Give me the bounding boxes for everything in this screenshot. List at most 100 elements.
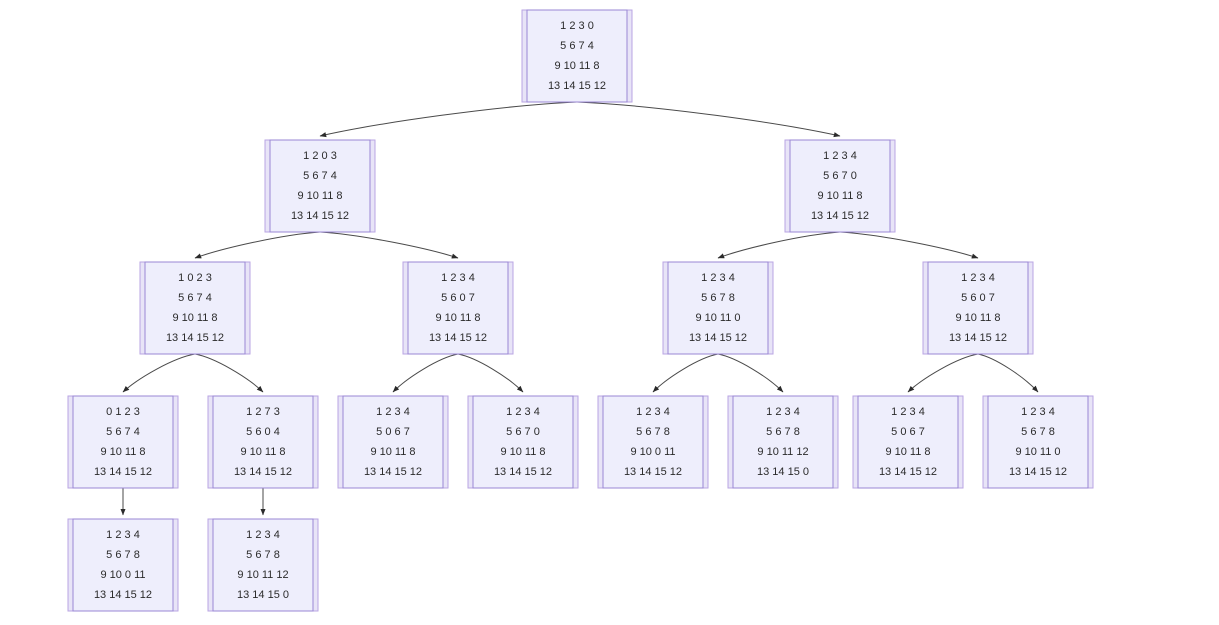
tree-node[interactable]: 1 2 3 45 6 7 09 10 11 813 14 15 12 [467,395,579,489]
node-matrix-row: 13 14 15 12 [949,332,1007,344]
node-matrix-row: 9 10 11 8 [435,312,480,324]
node-matrix-row: 1 0 2 3 [178,272,212,284]
node-matrix-row: 5 6 7 4 [106,426,140,438]
node-matrix-row: 9 10 0 11 [630,446,675,458]
node-matrix-row: 1 2 3 4 [891,406,925,418]
node-box[interactable] [927,261,1029,355]
node-matrix-row: 13 14 15 12 [879,466,937,478]
node-matrix-row: 13 14 15 12 [94,589,152,601]
node-matrix-row: 0 1 2 3 [106,406,140,418]
node-matrix-row: 1 2 3 4 [766,406,800,418]
tree-edge [717,231,841,259]
node-box[interactable] [72,518,174,612]
node-matrix-row: 1 2 3 4 [376,406,410,418]
tree-node[interactable]: 1 2 3 4 5 0 6 7 9 10 11 8 13 14 15 12 [852,395,964,489]
node-box[interactable] [732,395,834,489]
tree-node[interactable]: 1 2 3 05 6 7 49 10 11 813 14 15 12 [521,9,633,103]
node-matrix-row: 9 10 11 8 [172,312,217,324]
node-matrix-row: 13 14 15 12 [364,466,422,478]
node-matrix-row: 5 0 6 7 [376,426,410,438]
node-matrix-row: 5 6 0 7 [441,292,475,304]
tree-edge [977,353,1039,393]
node-matrix-row: 5 6 7 4 [303,170,337,182]
node-matrix-row: 5 0 6 7 [891,426,925,438]
node-matrix-row: 9 10 11 8 [370,446,415,458]
tree-node[interactable]: 1 0 2 35 6 7 49 10 11 813 14 15 12 [139,261,251,355]
node-box[interactable] [857,395,959,489]
tree-node[interactable]: 1 2 0 35 6 7 49 10 11 813 14 15 12 [264,139,376,233]
node-matrix-row: 1 2 3 4 [961,272,995,284]
node-box[interactable] [342,395,444,489]
tree-edge [194,353,264,393]
node-matrix-row: 13 14 15 12 [548,80,606,92]
node-box[interactable] [472,395,574,489]
nodes-layer: 1 2 3 05 6 7 49 10 11 813 14 15 121 2 0 … [67,9,1094,612]
node-matrix-row: 9 10 11 8 [240,446,285,458]
node-matrix-row: 13 14 15 0 [757,466,809,478]
node-box[interactable] [212,518,314,612]
node-matrix-row: 9 10 11 0 [1015,446,1060,458]
tree-node[interactable]: 1 2 3 45 6 7 89 10 11 013 14 15 12 [662,261,774,355]
node-matrix-row: 13 14 15 12 [234,466,292,478]
node-matrix-row: 1 2 3 4 [1021,406,1055,418]
edges-layer [120,101,1039,516]
node-matrix-row: 13 14 15 12 [624,466,682,478]
tree-edge [319,231,459,259]
node-matrix-row: 1 2 3 4 [441,272,475,284]
node-box[interactable] [144,261,246,355]
node-matrix-row: 13 14 15 0 [237,589,289,601]
node-matrix-row: 13 14 15 12 [429,332,487,344]
node-matrix-row: 13 14 15 12 [811,210,869,222]
node-matrix-row: 5 6 7 8 [1021,426,1055,438]
node-matrix-row: 1 2 3 4 [106,529,140,541]
node-box[interactable] [602,395,704,489]
node-box[interactable] [72,395,174,489]
node-matrix-row: 1 2 3 4 [823,150,857,162]
node-matrix-row: 5 6 7 8 [636,426,670,438]
tree-node[interactable]: 0 1 2 35 6 7 49 10 11 813 14 15 12 [67,395,179,489]
node-matrix-row: 9 10 11 8 [817,190,862,202]
node-matrix-row: 1 2 3 4 [636,406,670,418]
node-matrix-row: 9 10 11 8 [955,312,1000,324]
node-matrix-row: 9 10 11 12 [237,569,288,581]
node-matrix-row: 5 6 7 4 [560,40,594,52]
tree-edge [392,353,459,393]
tree-edge [839,231,979,259]
node-box[interactable] [212,395,314,489]
node-box[interactable] [667,261,769,355]
node-matrix-row: 13 14 15 12 [94,466,152,478]
node-matrix-row: 5 6 0 4 [246,426,280,438]
tree-edge [576,101,841,138]
node-matrix-row: 1 2 3 4 [701,272,735,284]
tree-node[interactable]: 1 2 3 4 5 6 7 8 9 10 0 11 13 14 15 12 [597,395,709,489]
node-matrix-row: 1 2 3 4 [246,529,280,541]
node-box[interactable] [987,395,1089,489]
node-box[interactable] [789,139,891,233]
tree-node[interactable]: 1 2 3 4 5 6 7 0 9 10 11 8 13 14 15 12 [784,139,896,233]
node-matrix-row: 9 10 11 8 [885,446,930,458]
node-matrix-row: 9 10 0 11 [100,569,145,581]
node-matrix-row: 9 10 11 8 [500,446,545,458]
tree-node[interactable]: 1 2 3 4 5 6 0 7 9 10 11 8 13 14 15 12 [922,261,1034,355]
tree-edge [319,101,578,138]
node-matrix-row: 5 6 0 7 [961,292,995,304]
tree-node[interactable]: 1 2 3 4 5 0 6 7 9 10 11 8 13 14 15 12 [337,395,449,489]
tree-node[interactable]: 1 2 3 4 5 6 0 7 9 10 11 8 13 14 15 12 [402,261,514,355]
node-matrix-row: 9 10 11 8 [297,190,342,202]
node-matrix-row: 5 6 7 0 [823,170,857,182]
node-matrix-row: 13 14 15 12 [291,210,349,222]
node-matrix-row: 13 14 15 12 [166,332,224,344]
node-box[interactable] [526,9,628,103]
tree-edge [907,353,979,393]
tree-edge [122,353,196,393]
tree-node[interactable]: 1 2 7 35 6 0 49 10 11 813 14 15 12 [207,395,319,489]
node-box[interactable] [269,139,371,233]
tree-edge [194,231,321,259]
node-matrix-row: 1 2 3 0 [560,20,594,32]
node-box[interactable] [407,261,509,355]
tree-node[interactable]: 1 2 3 45 6 7 89 10 11 013 14 15 12 [982,395,1094,489]
node-matrix-row: 5 6 7 8 [766,426,800,438]
